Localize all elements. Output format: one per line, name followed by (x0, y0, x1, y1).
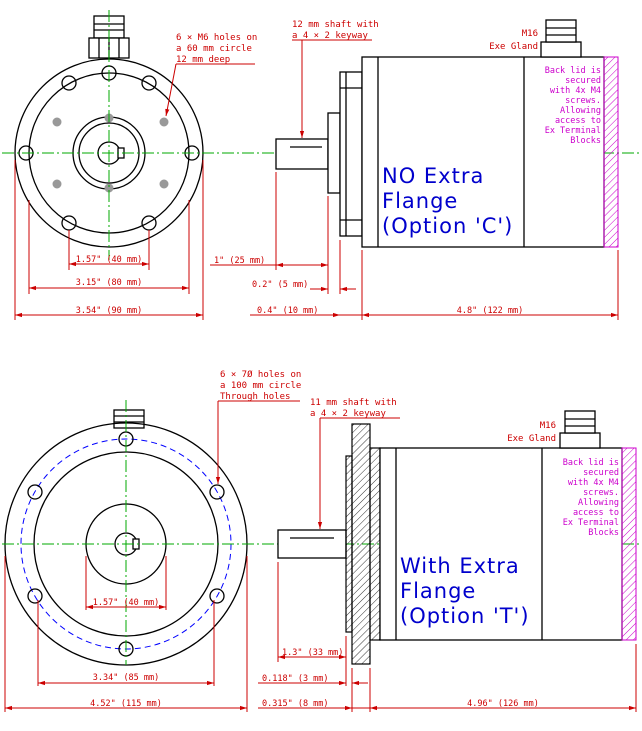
bottom-body (379, 447, 623, 641)
svg-text:screws.: screws. (583, 488, 619, 498)
svg-text:access to: access to (555, 116, 601, 126)
svg-text:a 60 mm circle: a 60 mm circle (176, 44, 252, 54)
svg-text:Allowing: Allowing (560, 106, 601, 116)
top-dimensions: 1.57" (40 mm) 3.15" (80 mm) 3.54" (90 mm… (14, 160, 619, 320)
svg-text:Exe Gland: Exe Gland (489, 42, 538, 52)
top-dim-step: 0.2" (5 mm) (252, 280, 308, 290)
svg-text:Flange: Flange (400, 579, 476, 603)
top-front-view (2, 10, 640, 260)
bottom-option-text: With Extra Flange (Option 'T') (400, 554, 530, 628)
top-back-lid (603, 56, 619, 248)
svg-text:12 mm shaft with: 12 mm shaft with (292, 20, 379, 30)
bottom-shaft-note: 11 mm shaft with a 4 × 2 keyway (310, 398, 400, 529)
bottom-dimensions: 1.57" (40 mm) 3.34" (85 mm) 4.52" (115 m… (4, 556, 637, 712)
top-holes-note: 6 × M6 holes on a 60 mm circle 12 mm dee… (165, 33, 257, 117)
bottom-lid-note: Back lid is secured with 4x M4 screws. A… (563, 458, 619, 538)
top-side-shaft (275, 138, 329, 170)
svg-text:a 4 × 2 keyway: a 4 × 2 keyway (292, 31, 368, 41)
svg-text:NO Extra: NO Extra (382, 164, 484, 188)
svg-text:11 mm shaft with: 11 mm shaft with (310, 398, 397, 408)
bottom-front-gland (113, 409, 145, 429)
svg-text:Exe Gland: Exe Gland (507, 434, 556, 444)
bottom-holes-note: 6 × 7Ø holes on a 100 mm circle Through … (215, 369, 301, 484)
svg-text:6 × M6 holes on: 6 × M6 holes on (176, 33, 257, 43)
bottom-side-gland (559, 410, 601, 449)
svg-text:Blocks: Blocks (588, 528, 619, 538)
svg-text:with 4x M4: with 4x M4 (568, 478, 619, 488)
svg-text:Back lid is: Back lid is (545, 66, 601, 76)
top-dim-length: 4.8" (122 mm) (457, 306, 524, 316)
svg-text:M16: M16 (540, 421, 556, 431)
svg-text:access to: access to (573, 508, 619, 518)
svg-text:with 4x M4: with 4x M4 (550, 86, 601, 96)
top-dim-flange: 0.4" (10 mm) (257, 306, 318, 316)
svg-text:With Extra: With Extra (400, 554, 520, 578)
svg-text:M16: M16 (522, 29, 538, 39)
bottom-dim-spigot: 3.34" (85 mm) (93, 673, 160, 683)
bottom-dim-length: 4.96" (126 mm) (467, 699, 539, 709)
bottom-dim-body: 4.52" (115 mm) (90, 699, 162, 709)
top-dim-spigot: 3.15" (80 mm) (76, 278, 143, 288)
svg-text:6 × 7Ø holes on: 6 × 7Ø holes on (220, 369, 301, 380)
bottom-dim-step: 0.118" (3 mm) (262, 674, 329, 684)
svg-text:Flange: Flange (382, 189, 458, 213)
svg-text:secured: secured (583, 468, 619, 478)
svg-text:a 4 × 2 keyway: a 4 × 2 keyway (310, 409, 386, 419)
top-dim-pcd: 1.57" (40 mm) (76, 255, 143, 265)
top-dim-shaft-len: 1" (25 mm) (214, 256, 265, 266)
svg-text:Ex Terminal: Ex Terminal (563, 518, 619, 528)
svg-text:(Option 'T'): (Option 'T') (400, 604, 530, 628)
bottom-front-view (2, 400, 640, 666)
top-side-view (275, 19, 619, 248)
bottom-gland-note: M16 Exe Gland (507, 421, 556, 444)
svg-text:secured: secured (565, 76, 601, 86)
bottom-dim-shaft-len: 1.3" (33 mm) (282, 648, 343, 658)
top-lid-note: Back lid is secured with 4x M4 screws. A… (545, 66, 601, 146)
bottom-extra-flange (351, 423, 371, 665)
top-option-text: NO Extra Flange (Option 'C') (382, 164, 513, 238)
top-body (361, 56, 605, 248)
bottom-dim-flange: 0.315" (8 mm) (262, 699, 329, 709)
top-dim-body: 3.54" (90 mm) (76, 306, 143, 316)
bottom-back-lid (621, 447, 637, 641)
top-gland-note: M16 Exe Gland (489, 29, 538, 52)
svg-text:Blocks: Blocks (570, 136, 601, 146)
svg-text:Allowing: Allowing (578, 498, 619, 508)
svg-text:Ex Terminal: Ex Terminal (545, 126, 601, 136)
top-shaft-note: 12 mm shaft with a 4 × 2 keyway (292, 20, 379, 138)
svg-text:(Option 'C'): (Option 'C') (382, 214, 513, 238)
svg-text:12 mm deep: 12 mm deep (176, 55, 230, 65)
bottom-dim-pcd: 1.57" (40 mm) (93, 598, 160, 608)
svg-text:Through holes: Through holes (220, 392, 290, 402)
bottom-side-shaft (277, 529, 347, 559)
svg-text:Back lid is: Back lid is (563, 458, 619, 468)
top-front-gland (88, 15, 130, 59)
svg-text:screws.: screws. (565, 96, 601, 106)
svg-text:a 100 mm circle: a 100 mm circle (220, 381, 301, 391)
top-side-gland (540, 19, 582, 58)
bottom-side-view (277, 410, 637, 665)
